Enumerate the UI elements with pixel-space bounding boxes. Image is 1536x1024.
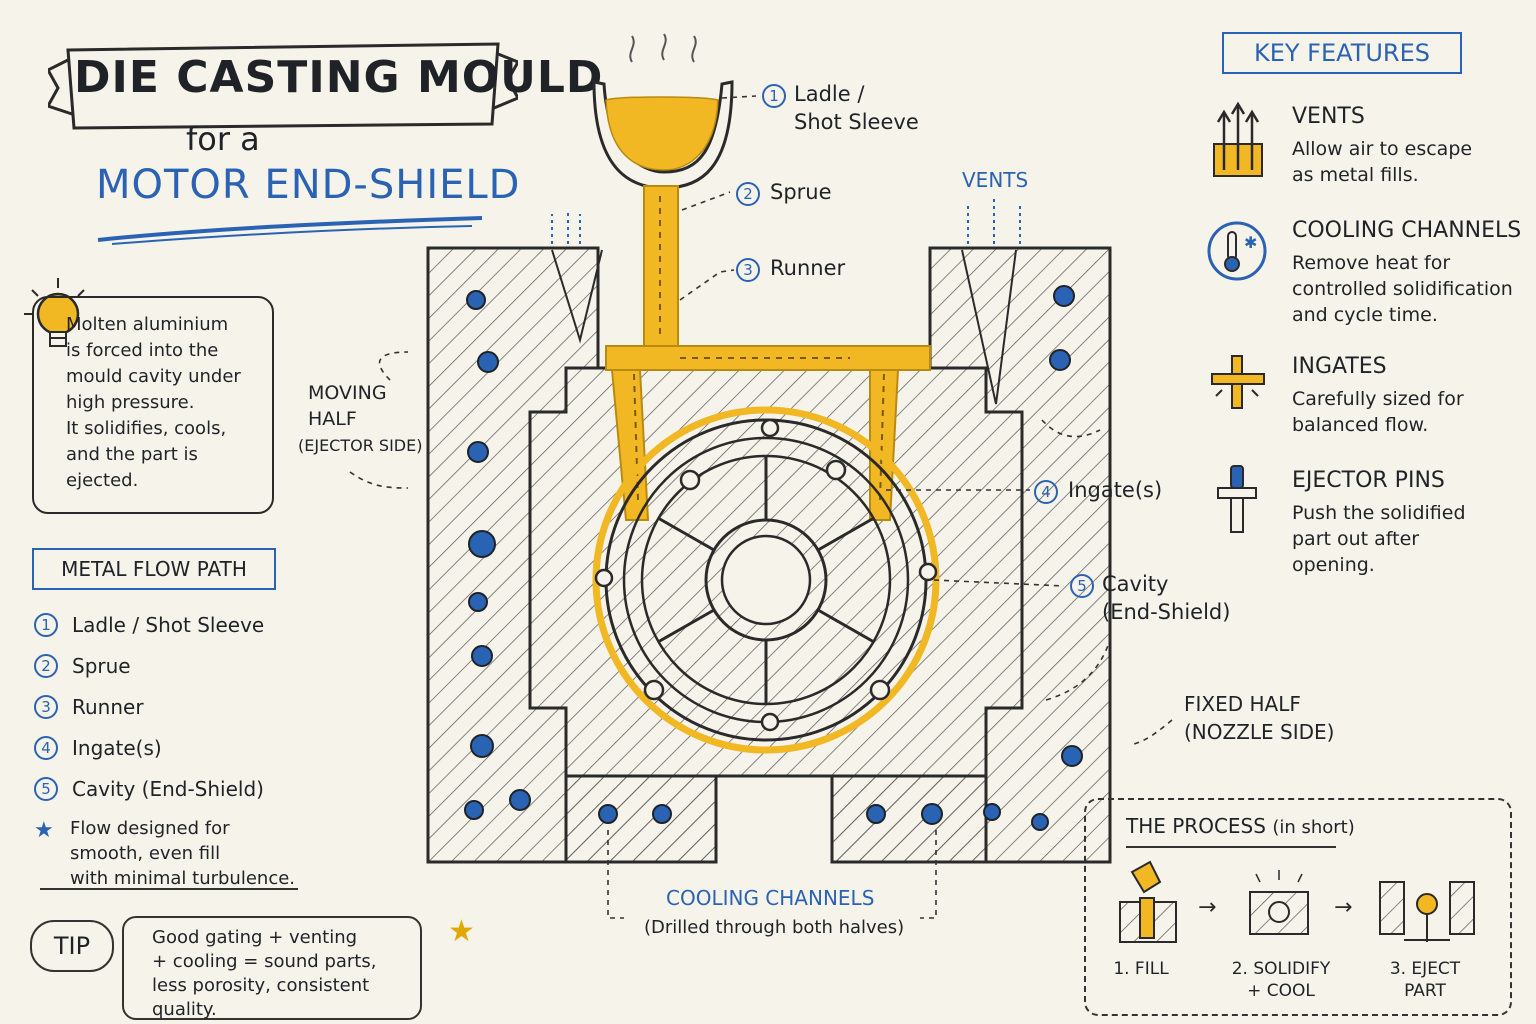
title-banner: [48, 42, 518, 130]
intro-box: [32, 296, 274, 514]
divider: [1126, 846, 1336, 848]
label-runner: Runner: [770, 256, 846, 280]
label-moving-half-sub: (EJECTOR SIDE): [298, 436, 423, 455]
list-item: 3 Runner: [34, 686, 264, 727]
label-fixed-half: FIXED HALF (NOZZLE SIDE): [1184, 692, 1335, 744]
divider: [40, 888, 298, 890]
label-cooling-sub: (Drilled through both halves): [644, 917, 905, 938]
svg-text:→: →: [1334, 895, 1352, 920]
list-item-label: Ladle / Shot Sleeve: [72, 612, 265, 637]
end-shield-cavity: [592, 406, 940, 754]
feature-title-cooling: COOLING CHANNELS: [1292, 218, 1522, 243]
process-step-fill: 1. FILL: [1113, 959, 1169, 979]
page-subtitle: MOTOR END-SHIELD: [96, 162, 521, 208]
ejector-pin-icon: [1217, 465, 1257, 533]
ingate-cross-icon: [1211, 355, 1265, 409]
list-item: 5 Cavity (End-Shield): [34, 768, 264, 809]
feature-title-ingates: INGATES: [1292, 354, 1387, 379]
label-ingate: Ingate(s): [1068, 478, 1163, 502]
label-vents: VENTS: [962, 168, 1029, 192]
svg-text:✱: ✱: [1244, 233, 1257, 252]
flow-path-list: 1 Ladle / Shot Sleeve 2 Sprue 3 Runner 4 Ing…: [34, 604, 264, 809]
callout-number: 2: [736, 182, 760, 206]
label-cooling-channels: COOLING CHANNELS: [666, 886, 875, 910]
bottom-plate: [830, 774, 988, 864]
star-icon: ★: [34, 818, 54, 843]
label-moving-half: MOVING HALF: [308, 382, 387, 430]
feature-desc-cooling: Remove heat for controlled solidificatio…: [1292, 252, 1513, 326]
process-step-solidify: 2. SOLIDIFY + COOL: [1231, 959, 1331, 1001]
lightbulb-icon: [24, 278, 85, 347]
callout-number: 5: [1070, 574, 1094, 598]
list-item-label: Ingate(s): [72, 735, 162, 760]
process-step-eject: 3. EJECT PART: [1389, 959, 1461, 1001]
intro-text: Molten aluminium is forced into the moul…: [66, 314, 241, 491]
fill-step-icon: [1119, 860, 1177, 943]
feature-desc-ejector: Push the solidified part out after openi…: [1292, 502, 1466, 576]
step-number: 4: [34, 735, 58, 760]
feature-title-vents: VENTS: [1292, 104, 1365, 129]
callout-number: 3: [736, 258, 760, 282]
callout-number: 1: [762, 84, 786, 108]
title-connector: for a: [186, 120, 260, 158]
feature-title-ejector: EJECTOR PINS: [1292, 468, 1445, 493]
list-item-label: Cavity (End-Shield): [72, 776, 264, 801]
tip-text: Good gating + venting + cooling = sound …: [152, 927, 377, 1020]
eject-step-icon: [1379, 881, 1475, 942]
mould-core: [528, 366, 1024, 778]
process-title: THE PROCESS (in short): [1126, 814, 1355, 838]
step-number: 1: [34, 612, 58, 637]
list-item: 2 Sprue: [34, 645, 264, 686]
process-title-sub: (in short): [1272, 817, 1355, 838]
page-title: DIE CASTING MOULD: [74, 52, 604, 103]
process-title-text: THE PROCESS: [1126, 814, 1266, 838]
list-item: 1 Ladle / Shot Sleeve: [34, 604, 264, 645]
feature-desc-ingates: Carefully sized for balanced flow.: [1292, 388, 1464, 436]
thermometer-icon: ✱: [1207, 221, 1267, 281]
metal-flow-path: [605, 185, 931, 521]
label-cavity: Cavity (End-Shield): [1102, 572, 1231, 624]
label-ladle: Ladle / Shot Sleeve: [794, 82, 919, 134]
vents: [551, 198, 1021, 405]
title-underline: [97, 216, 483, 245]
process-box: [1084, 798, 1512, 1016]
step-number: 5: [34, 776, 58, 801]
tip-box: [122, 916, 422, 1020]
process-step-illustrations: → →: [1119, 860, 1475, 943]
svg-text:→: →: [1198, 895, 1216, 920]
ladle: [592, 80, 734, 190]
key-features-heading: KEY FEATURES: [1222, 32, 1462, 74]
vents-icon: [1213, 101, 1263, 177]
flow-note: Flow designed for smooth, even fill with…: [70, 818, 296, 889]
list-item: 4 Ingate(s): [34, 727, 264, 768]
bottom-plate: [564, 774, 718, 864]
cooling-channel-dots: [464, 285, 1083, 831]
moving-half-block: [426, 246, 718, 864]
solidify-step-icon: [1249, 870, 1309, 935]
flow-path-heading: METAL FLOW PATH: [32, 548, 276, 590]
callout-number: 4: [1034, 480, 1058, 504]
list-item-label: Sprue: [72, 653, 131, 678]
star-icon: ★: [448, 914, 475, 949]
step-number: 3: [34, 694, 58, 719]
feature-desc-vents: Allow air to escape as metal fills.: [1292, 138, 1473, 186]
tip-label: TIP: [30, 920, 114, 972]
label-sprue: Sprue: [770, 180, 832, 204]
step-number: 2: [34, 653, 58, 678]
list-item-label: Runner: [72, 694, 144, 719]
fixed-half-block: [830, 246, 1112, 864]
